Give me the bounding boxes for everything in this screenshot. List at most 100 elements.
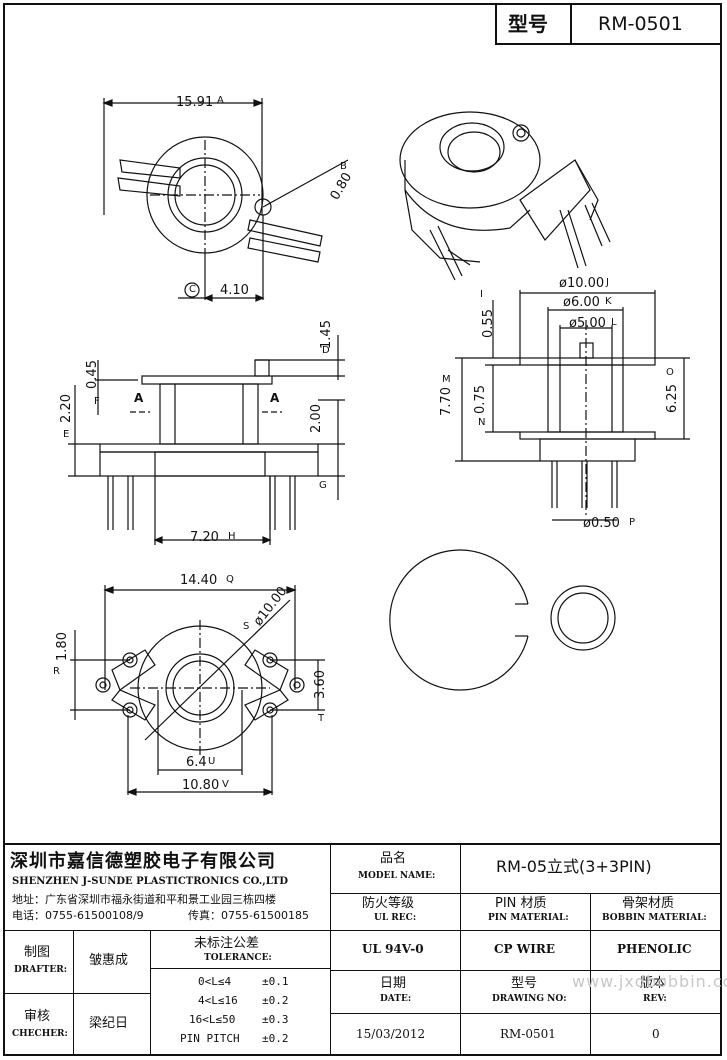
model-name-cn: 品名 [380, 851, 407, 866]
tolerance-value-1: ±0.1 [262, 975, 289, 988]
tb-divider-v3 [590, 893, 591, 1056]
tolerance-range-4: PIN PITCH [180, 1032, 240, 1045]
tolerance-range-1: 0<L≤4 [198, 975, 232, 988]
dim-R: 1.80 [54, 632, 70, 661]
tb-divider-v4 [73, 930, 74, 1056]
dim-S-label: S [243, 621, 250, 632]
dim-J: ø10.00 [559, 276, 605, 291]
section-mark-left: A [134, 391, 144, 405]
dim-O-label: O [666, 367, 674, 378]
dim-N-label: N [478, 417, 486, 428]
tb-divider-v5 [150, 930, 151, 1056]
dim-M-label: M [442, 374, 451, 385]
dim-P: ø0.50 [583, 516, 620, 531]
tb-divider-v1 [330, 843, 331, 1056]
ul-rec-en: UL REC: [374, 913, 417, 923]
bobbin-material-value: PHENOLIC [617, 942, 692, 956]
tolerance-range-3: 16<L≤50 [189, 1013, 236, 1026]
ul-rec-cn: 防火等级 [362, 896, 415, 911]
model-name-value: RM-05立式(3+3PIN) [496, 857, 652, 876]
header-model-value: RM-0501 [598, 13, 683, 35]
header-divider [570, 3, 572, 45]
dim-R-label: R [53, 666, 60, 677]
drafter-en: DRAFTER: [14, 965, 68, 975]
drafter-cn: 制图 [24, 945, 51, 960]
dim-F-label: F [94, 396, 100, 407]
dim-A-label: A [217, 95, 224, 106]
dim-G: 2.00 [308, 404, 324, 433]
ul-rec-value: UL 94V-0 [362, 942, 424, 956]
pin-material-cn: PIN 材质 [495, 896, 547, 911]
dim-K-label: K [605, 296, 612, 307]
dim-I: 0.55 [480, 309, 496, 338]
dim-U: 6.4 [186, 755, 207, 770]
company-address: 地址：广东省深圳市福永街道和平和景工业园三栋四楼 [12, 893, 276, 906]
front-elevation-view [455, 290, 690, 521]
section-mark-right: A [270, 391, 280, 405]
dim-T-label: T [318, 713, 325, 724]
dim-H-label: H [228, 531, 236, 542]
dim-Q-label: Q [226, 574, 234, 585]
dim-V-label: V [222, 779, 229, 790]
tolerance-value-2: ±0.2 [262, 994, 289, 1007]
dim-V: 10.80 [182, 778, 220, 793]
dim-C: 4.10 [220, 283, 249, 298]
dim-U-label: U [208, 756, 216, 767]
model-name-en: MODEL NAME: [358, 871, 436, 881]
tb-row-line-1 [330, 893, 722, 894]
dim-B-label: B [340, 161, 347, 172]
dim-L-label: L [611, 317, 617, 328]
watermark: www.jxdbobbin.com [572, 972, 727, 991]
dim-E-label: E [63, 429, 70, 440]
dim-G-label: G [319, 480, 327, 491]
drawing-no-en: DRAWING NO: [492, 994, 567, 1004]
dim-J-label: J [606, 277, 609, 288]
isometric-view [399, 111, 611, 281]
dim-Q: 14.40 [180, 573, 218, 588]
dim-C-label: C [189, 284, 196, 295]
pin-material-en: PIN MATERIAL: [488, 913, 569, 923]
dim-O: 6.25 [664, 384, 680, 413]
header-model-label: 型号 [508, 12, 548, 36]
tolerance-cn: 未标注公差 [194, 936, 260, 951]
dim-M: 7.70 [438, 387, 454, 416]
tolerance-value-3: ±0.3 [262, 1013, 289, 1026]
dim-E: 2.20 [58, 394, 74, 423]
rev-cn: 版本 [640, 976, 667, 991]
tb-row-line-2 [3, 930, 722, 931]
checker-cn: 审核 [24, 1009, 51, 1024]
date-cn: 日期 [380, 976, 407, 991]
date-value: 15/03/2012 [356, 1027, 426, 1041]
round-view [389, 549, 616, 691]
drawing-no-cn: 型号 [511, 976, 538, 991]
bobbin-material-en: BOBBIN MATERIAL: [602, 913, 707, 923]
drafter-value: 皱惠成 [89, 953, 129, 968]
date-en: DATE: [380, 994, 412, 1004]
tolerance-range-2: 4<L≤16 [198, 994, 238, 1007]
dim-I-label: I [480, 289, 483, 300]
top-view-upper [102, 98, 349, 302]
tb-divider-v2 [460, 843, 461, 1056]
dim-A: 15.91 [176, 95, 214, 110]
rev-value: 0 [652, 1027, 660, 1041]
tb-row-line-6 [330, 1013, 722, 1014]
checker-en: CHECHER: [12, 1029, 68, 1039]
dim-K: ø6.00 [563, 295, 600, 310]
drawing-sheet [3, 3, 722, 1056]
bobbin-material-cn: 骨架材质 [622, 896, 675, 911]
bottom-view [70, 585, 325, 796]
pin-material-value: CP WIRE [494, 942, 555, 956]
checker-value: 梁纪日 [89, 1016, 129, 1031]
company-fax: 传真：0755-61500185 [188, 909, 309, 922]
titleblock-top-line [3, 843, 722, 845]
dim-N: 0.75 [472, 385, 488, 414]
tb-row-line-4 [3, 993, 150, 994]
tb-row-line-5 [150, 968, 330, 969]
dim-P-label: P [629, 517, 636, 528]
company-name-cn: 深圳市嘉信德塑胶电子有限公司 [10, 851, 276, 872]
rev-en: REV: [643, 994, 667, 1004]
tolerance-value-4: ±0.2 [262, 1032, 289, 1045]
side-section-view [68, 335, 345, 545]
dim-F: 0.45 [84, 360, 100, 389]
